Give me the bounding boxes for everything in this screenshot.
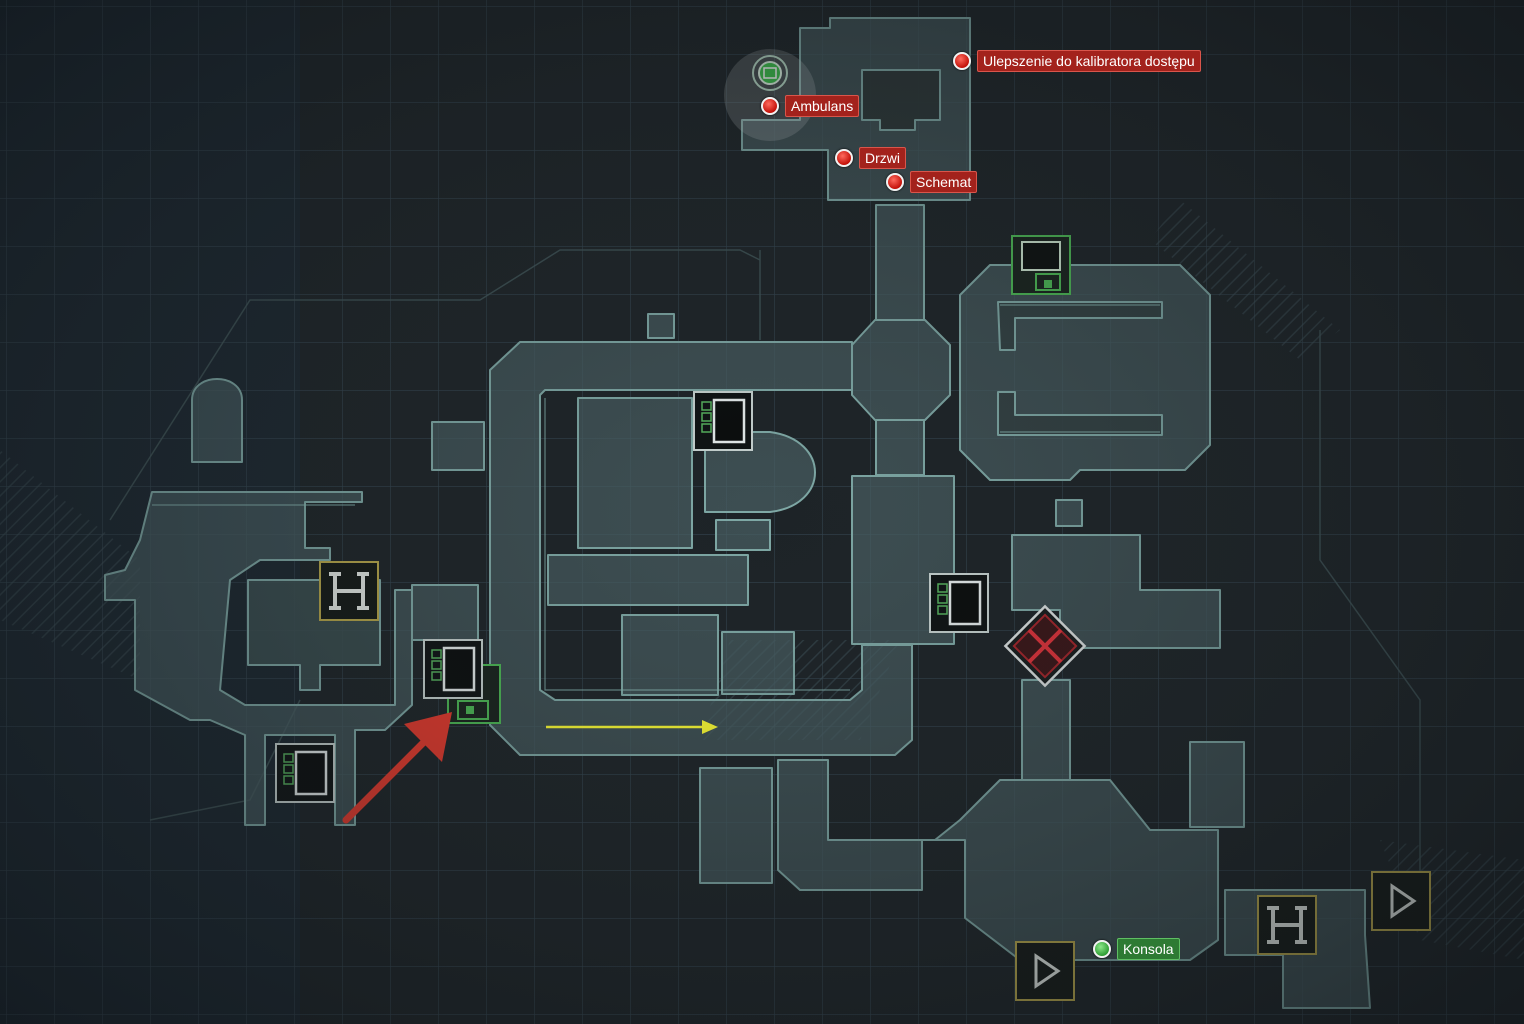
store-terminal-left-icon[interactable] bbox=[423, 639, 483, 699]
room-central-f bbox=[715, 519, 771, 551]
marker-pin-icon bbox=[953, 52, 971, 70]
room-left-cube bbox=[431, 421, 485, 471]
marker-schemat[interactable]: Schemat bbox=[886, 171, 978, 193]
marker-label: Ambulans bbox=[785, 95, 860, 117]
marker-label: Ulepszenie do kalibratora dostępu bbox=[977, 50, 1201, 72]
room-central-c bbox=[547, 554, 749, 606]
corridor-mid-vertical bbox=[875, 419, 925, 476]
room-right-node bbox=[1055, 499, 1083, 527]
marker-label: Drzwi bbox=[859, 147, 906, 169]
store-terminal-center-icon[interactable] bbox=[693, 391, 753, 451]
marker-pin-icon bbox=[835, 149, 853, 167]
room-junction-octagon bbox=[851, 319, 951, 421]
room-central-a bbox=[577, 397, 693, 549]
room-left-tower bbox=[191, 378, 243, 463]
room-central-e bbox=[721, 631, 795, 695]
corridor-right-vertical bbox=[1021, 679, 1071, 781]
workbench-left-icon[interactable] bbox=[319, 561, 379, 621]
workbench-right-icon[interactable] bbox=[1257, 895, 1317, 955]
marker-label: Schemat bbox=[910, 171, 978, 193]
store-terminal-bottom-left-icon[interactable] bbox=[275, 743, 335, 803]
marker-drzwi[interactable]: Drzwi bbox=[835, 147, 906, 169]
marker-pin-icon bbox=[886, 173, 904, 191]
marker-pin-icon bbox=[1093, 940, 1111, 958]
play-exit-right-icon[interactable] bbox=[1371, 871, 1431, 931]
marker-ambulans[interactable]: Ambulans bbox=[761, 95, 860, 117]
save-station-top-icon[interactable] bbox=[1011, 235, 1071, 295]
room-central-d bbox=[621, 614, 719, 696]
room-top-courtyard bbox=[861, 69, 941, 131]
room-top-cube bbox=[647, 313, 675, 339]
marker-pin-icon bbox=[761, 97, 779, 115]
room-right-hall bbox=[959, 264, 1211, 481]
room-left-stub bbox=[411, 584, 479, 641]
room-right-small bbox=[1189, 741, 1245, 828]
corridor-top-vertical bbox=[875, 204, 925, 321]
store-terminal-right-icon[interactable] bbox=[929, 573, 989, 633]
marker-label: Konsola bbox=[1117, 938, 1180, 960]
marker-konsola[interactable]: Konsola bbox=[1093, 938, 1180, 960]
room-bottom-left bbox=[699, 767, 773, 884]
marker-ulepszenie[interactable]: Ulepszenie do kalibratora dostępu bbox=[953, 50, 1201, 72]
play-exit-bottom-icon[interactable] bbox=[1015, 941, 1075, 1001]
